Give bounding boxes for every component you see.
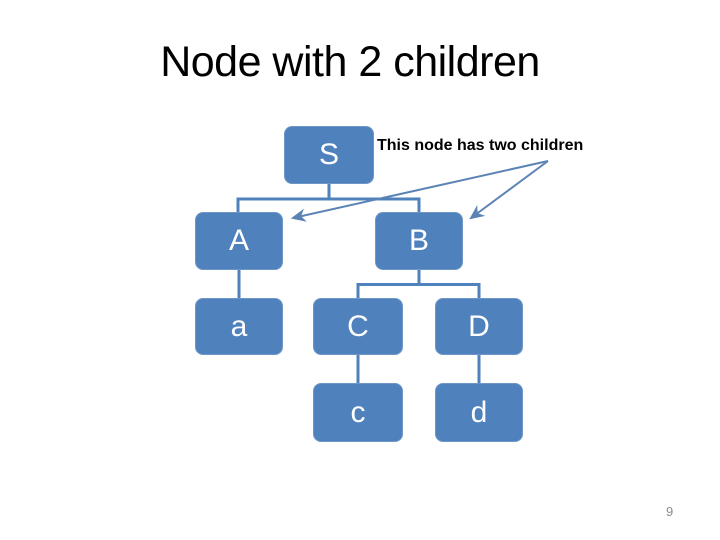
- tree-node-label: S: [318, 138, 339, 171]
- tree-node-B: B: [375, 212, 463, 270]
- tree-node-label: B: [408, 224, 429, 257]
- tree-node-label: C: [347, 309, 369, 343]
- tree-node-S: S: [284, 126, 374, 184]
- annotation-arrow-to-node-B: [469, 160, 549, 220]
- tree-node-A: A: [195, 212, 283, 270]
- tree-node-label: a: [230, 309, 248, 343]
- tree-node-c: c: [313, 383, 403, 442]
- tree-node-label: d: [470, 395, 488, 429]
- tree-node-a: a: [195, 298, 283, 355]
- tree-node-C: C: [313, 298, 403, 355]
- tree-node-d: d: [435, 383, 523, 442]
- page-number: 9: [666, 504, 674, 519]
- tree-node-label: A: [228, 224, 249, 257]
- annotation-label: This node has two children: [377, 137, 584, 154]
- tree-node-label: c: [350, 395, 366, 429]
- tree-node-D: D: [435, 298, 523, 355]
- tree-node-label: D: [468, 309, 490, 343]
- page-title: Node with 2 children: [160, 38, 540, 86]
